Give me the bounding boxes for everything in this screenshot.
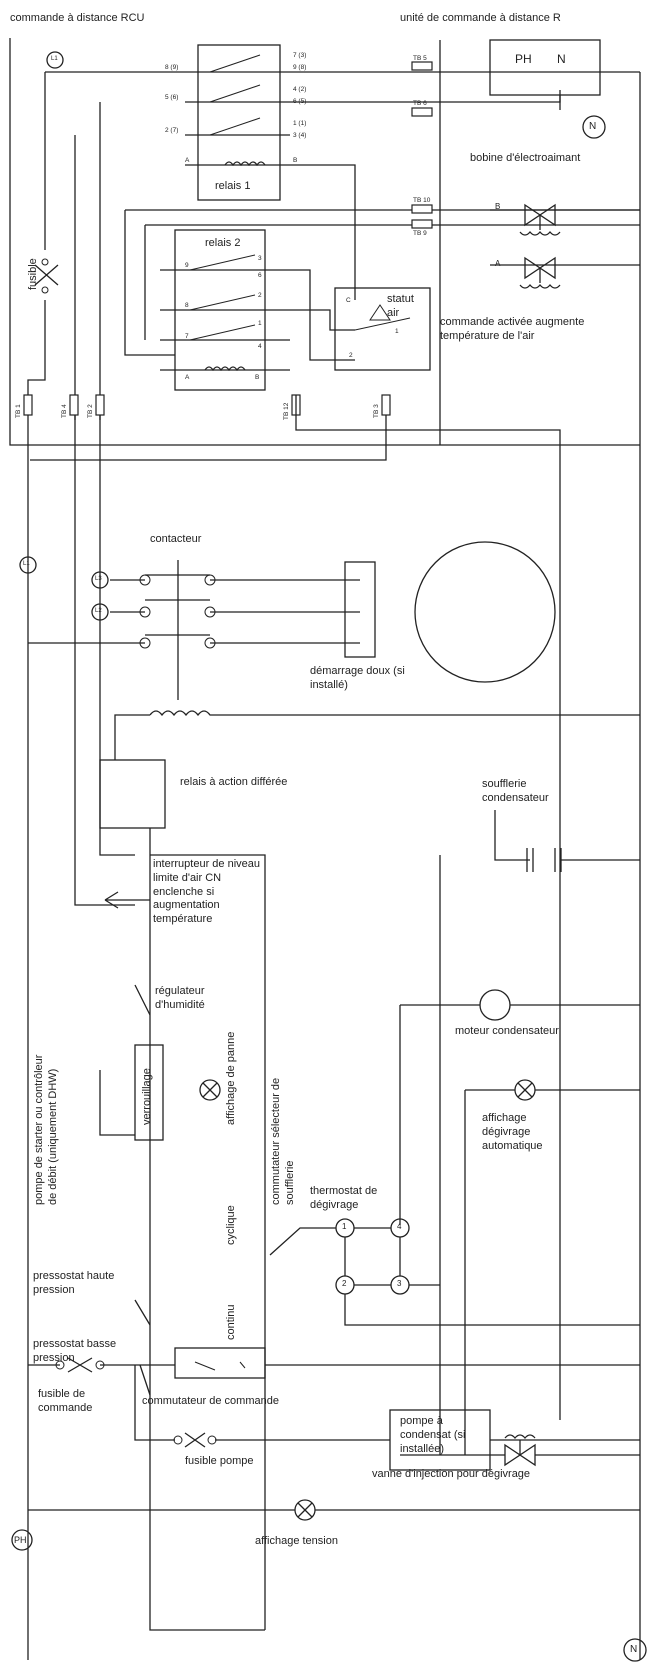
soft-start-box [344, 561, 376, 658]
relay1-pin: 5 (6) [165, 94, 179, 101]
terminal-tb5: TB 5 [413, 55, 427, 62]
rcu-frame [9, 38, 640, 446]
defrost-display-label: affichage dégivrage automatique [482, 1112, 543, 1152]
fan-selector-label: commutateur sélecteur de soufflerie [270, 1077, 296, 1205]
header-left: commande à distance RCU [10, 12, 145, 24]
pump-fuse-label: fusible pompe [185, 1455, 254, 1467]
thermostat-3: 3 [397, 1279, 402, 1288]
air-status-c: C [346, 297, 351, 304]
relay2-pin: 1 [258, 320, 262, 327]
interlock-box [134, 1044, 164, 1141]
relay1-pin: 7 (3) [293, 52, 307, 59]
remote-ph: PH [515, 52, 532, 66]
delay-relay-label: relais à action différée [180, 776, 288, 788]
remote-n: N [557, 52, 566, 66]
relay-1-label: relais 1 [215, 180, 251, 192]
terminal-tb10: TB 10 [413, 197, 431, 204]
terminal-tb1: TB 1 [15, 404, 22, 418]
voltage-display-label: affichage tension [255, 1535, 338, 1547]
terminal-tb12: TB 12 [283, 402, 290, 420]
relay2-pin: 9 [185, 262, 189, 269]
starter-pump-label: pompe de starter ou contrôleur de débit … [33, 1054, 59, 1205]
relay1-pin: 2 (7) [165, 127, 179, 134]
delay-relay-box [99, 759, 166, 829]
condenser-fan-label: soufflerie condensateur [482, 778, 549, 804]
relay1-pin: 6 (5) [293, 98, 307, 105]
terminal-tb2: TB 2 [87, 404, 94, 418]
node-ph: PH [14, 1535, 27, 1545]
node-n-bottom: N [630, 1644, 638, 1655]
node-l1-top: L1 [51, 56, 58, 62]
relay2-pin: A [185, 374, 190, 381]
air-limit-label: interrupteur de niveau limite d'air CN e… [153, 858, 261, 925]
relay1-pin: B [293, 157, 298, 164]
hp-switch-label: pressostat haute pression [33, 1270, 115, 1296]
control-switch-box [174, 1347, 266, 1379]
relay1-pin: 9 (8) [293, 64, 307, 71]
defrost-thermostat-label: thermostat de dégivrage [310, 1185, 378, 1211]
interlock-label: verrouillage [141, 1068, 153, 1125]
relay1-pin: 8 (9) [165, 64, 179, 71]
soft-start-label: démarrage doux (si installé) [310, 665, 405, 691]
relay2-pin: 7 [185, 333, 189, 340]
air-status-1: 1 [395, 328, 399, 335]
relay-2-label: relais 2 [205, 237, 241, 249]
terminal-tb9: TB 9 [413, 230, 427, 237]
node-l1-mid: L1 [23, 561, 30, 567]
terminal-tb6: TB 6 [413, 100, 427, 107]
relay2-pin: B [255, 374, 260, 381]
thermostat-1: 1 [342, 1222, 347, 1231]
relay1-pin: 3 (4) [293, 132, 307, 139]
relay2-pin: 2 [258, 292, 262, 299]
air-command-label: commande activée augmente température de… [440, 316, 585, 342]
contactor-label: contacteur [150, 533, 202, 545]
thermostat-2: 2 [342, 1279, 347, 1288]
control-fuse-label: fusible de commande [38, 1388, 93, 1414]
header-right: unité de commande à distance R [400, 12, 561, 24]
control-switch-label: commutateur de commande [142, 1395, 279, 1407]
relay1-pin: A [185, 157, 190, 164]
node-l3: L3 [95, 576, 102, 582]
solenoid-label: bobine d'électroaimant [470, 152, 581, 164]
remote-unit-box [489, 39, 601, 96]
air-status-label: statut air [387, 293, 414, 319]
cyclic-label: cyclique [225, 1205, 237, 1245]
node-n-top: N [589, 121, 597, 132]
solenoid-b: B [495, 202, 501, 211]
relay2-pin: 3 [258, 255, 262, 262]
relay1-pin: 1 (1) [293, 120, 307, 127]
thermostat-4: 4 [397, 1222, 402, 1231]
condensate-pump-label: pompe à condensat (si installée) [400, 1415, 466, 1455]
relay-1-box [197, 44, 281, 201]
fuse-label: fusible [27, 258, 39, 290]
compressor-motor [414, 541, 556, 683]
condenser-motor-label: moteur condensateur [455, 1025, 559, 1037]
relay2-pin: 8 [185, 302, 189, 309]
relay1-pin: 4 (2) [293, 86, 307, 93]
air-status-box [334, 287, 431, 371]
lp-switch-label: pressostat basse pression [33, 1338, 117, 1364]
solenoid-a: A [495, 259, 501, 268]
relay2-pin: 4 [258, 343, 262, 350]
fault-display-label: affichage de panne [225, 1031, 237, 1125]
terminal-tb4: TB 4 [61, 404, 68, 418]
air-status-2: 2 [349, 352, 353, 359]
continuous-label: continu [225, 1304, 237, 1340]
humidity-label: régulateur d'humidité [155, 985, 205, 1011]
injection-valve-label: vanne d'injection pour dégivrage [372, 1468, 531, 1480]
terminal-tb3: TB 3 [373, 404, 380, 418]
node-l2: L2 [95, 608, 102, 614]
relay2-pin: 6 [258, 272, 262, 279]
